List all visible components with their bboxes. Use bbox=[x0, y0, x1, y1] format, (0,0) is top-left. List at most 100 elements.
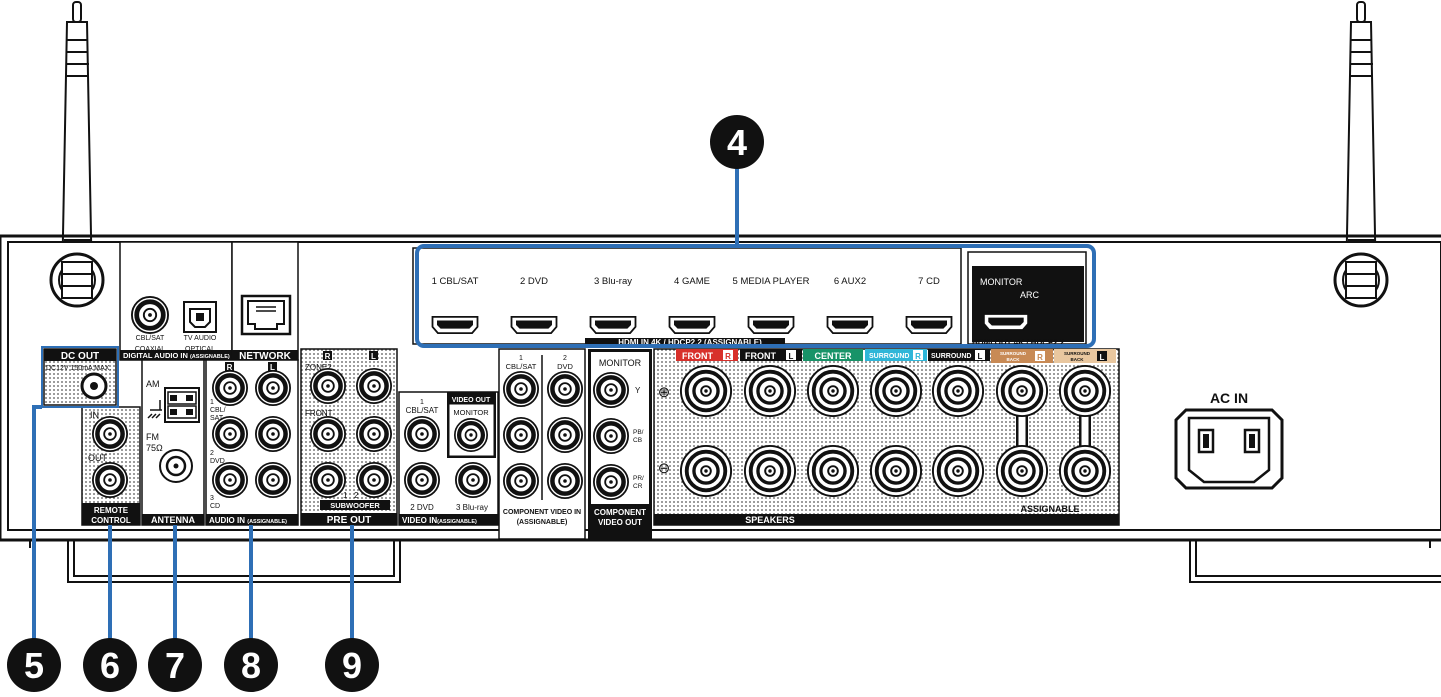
audio-in-1-l-jack[interactable] bbox=[256, 371, 290, 405]
ac-inlet[interactable] bbox=[1174, 408, 1284, 490]
video-out-monitor-jack[interactable] bbox=[455, 419, 487, 451]
hdmi-in-port[interactable] bbox=[510, 316, 558, 334]
pre-out-front-l-jack[interactable] bbox=[357, 417, 391, 451]
video-in-2-jack[interactable] bbox=[405, 463, 439, 497]
zone2-r-jack[interactable] bbox=[311, 369, 345, 403]
callout-5: 5 bbox=[7, 346, 119, 692]
audio-in-3-l-jack[interactable] bbox=[256, 463, 290, 497]
center-positive-post[interactable] bbox=[806, 364, 860, 418]
positive-polarity-mark: ⊕ bbox=[658, 384, 671, 401]
video-in-1-number: 1 bbox=[420, 399, 424, 406]
hdmi-in-port[interactable] bbox=[668, 316, 716, 334]
surround-r-positive-post[interactable] bbox=[869, 364, 923, 418]
antenna-section: AM FM 75Ω ANTENNA bbox=[141, 359, 205, 526]
ac-in-section: AC IN bbox=[1174, 390, 1284, 490]
hdmi-in-label: 7 CD bbox=[918, 276, 940, 287]
am-terminal[interactable] bbox=[164, 387, 200, 423]
surround-back-l-negative-post[interactable] bbox=[1058, 444, 1112, 498]
audio-in-1-number: 1 bbox=[210, 399, 214, 406]
component-in-2-pr-jack[interactable] bbox=[548, 464, 582, 498]
surround-back-l-positive-post[interactable] bbox=[1058, 364, 1112, 418]
dc-out-rating: DC12V 150mA MAX. bbox=[46, 365, 111, 372]
center-negative-post[interactable] bbox=[806, 444, 860, 498]
audio-in-l-tag: L bbox=[270, 363, 275, 372]
surround-l-positive-post[interactable] bbox=[931, 364, 985, 418]
surround-r-label-bar bbox=[865, 349, 927, 361]
hdmi-in-port[interactable] bbox=[589, 316, 637, 334]
audio-in-2-r-jack[interactable] bbox=[213, 417, 247, 451]
speakers-title: SPEAKERS bbox=[745, 515, 795, 525]
pre-out-l-tag: L bbox=[371, 352, 376, 361]
component-in-1-pb-jack[interactable] bbox=[504, 418, 538, 452]
pre-out-title: PRE OUT bbox=[327, 515, 371, 526]
speakers-section: SPEAKERS ASSIGNABLE ⊕ ⊖ FRONT R FRONT L … bbox=[653, 348, 1120, 526]
component-in-2-y-jack[interactable] bbox=[548, 372, 582, 406]
zone2-l-jack[interactable] bbox=[357, 369, 391, 403]
audio-in-1-label-line1: CBL/ bbox=[210, 407, 226, 414]
surround-l-negative-post[interactable] bbox=[931, 444, 985, 498]
callout-4-number: 4 bbox=[727, 122, 747, 163]
front-l-positive-post[interactable] bbox=[743, 364, 797, 418]
video-in-3-jack[interactable] bbox=[456, 463, 490, 497]
component-out-pb-label: PB/ bbox=[633, 429, 644, 436]
component-out-title-line2: VIDEO OUT bbox=[598, 518, 642, 527]
center-label-bar bbox=[803, 349, 863, 361]
fm-terminal[interactable] bbox=[159, 449, 193, 483]
audio-in-1-r-jack[interactable] bbox=[213, 371, 247, 405]
video-in-1-jack[interactable] bbox=[405, 417, 439, 451]
right-antenna-mount bbox=[1333, 252, 1389, 308]
component-in-1-pr-jack[interactable] bbox=[504, 464, 538, 498]
remote-control-section: IN OUT REMOTE CONTROL bbox=[81, 406, 141, 526]
component-in-title-line2: (ASSIGNABLE) bbox=[517, 519, 568, 526]
dc-out-section: DC OUT DC12V 150mA MAX. bbox=[43, 348, 117, 406]
component-out-pr-label: PR/ bbox=[633, 475, 644, 482]
callout-8: 8 bbox=[224, 525, 278, 692]
remote-in-jack[interactable] bbox=[93, 417, 127, 451]
hdmi-out-arc-label: ARC bbox=[1020, 290, 1040, 300]
surround-r-label: SURROUND bbox=[869, 353, 909, 360]
coaxial-jack[interactable] bbox=[132, 297, 168, 333]
callout-9-number: 9 bbox=[342, 645, 362, 686]
audio-in-2-l-jack[interactable] bbox=[256, 417, 290, 451]
ac-in-label: AC IN bbox=[1210, 390, 1248, 406]
surround-r-negative-post[interactable] bbox=[869, 444, 923, 498]
front-r-negative-post[interactable] bbox=[679, 444, 733, 498]
callout-9: 9 bbox=[325, 525, 379, 692]
hdmi-out-monitor-label: MONITOR bbox=[980, 277, 1023, 287]
pre-out-front-r-jack[interactable] bbox=[311, 417, 345, 451]
component-out-pb-jack[interactable] bbox=[594, 419, 628, 453]
hdmi-in-port[interactable] bbox=[826, 316, 874, 334]
video-in-title: VIDEO IN(ASSIGNABLE) bbox=[402, 516, 477, 525]
surround-back-r-positive-post[interactable] bbox=[995, 364, 1049, 418]
audio-in-3-number: 3 bbox=[210, 495, 214, 502]
hdmi-out-title: HDMI OUT 4K / HDCP2.2 bbox=[972, 338, 1065, 347]
front-l-negative-post[interactable] bbox=[743, 444, 797, 498]
video-in-section: 1 CBL/SAT VIDEO OUT MONITOR 2 DVD 3 Blu-… bbox=[398, 391, 499, 526]
remote-out-jack[interactable] bbox=[93, 463, 127, 497]
hdmi-out-monitor-port[interactable] bbox=[983, 313, 1029, 331]
front-r-positive-post[interactable] bbox=[679, 364, 733, 418]
audio-in-3-r-jack[interactable] bbox=[213, 463, 247, 497]
front-r-label-bar bbox=[676, 349, 738, 361]
front-l-tag: L bbox=[789, 352, 794, 361]
hdmi-in-port[interactable] bbox=[431, 316, 479, 334]
optical-jack[interactable] bbox=[183, 301, 217, 333]
component-out-pr-jack[interactable] bbox=[594, 465, 628, 499]
surround-back-r-negative-post[interactable] bbox=[995, 444, 1049, 498]
hdmi-in-port[interactable] bbox=[747, 316, 795, 334]
hdmi-in-title: HDMI IN 4K / HDCP2.2 (ASSIGNABLE) bbox=[618, 338, 762, 347]
front-r-label: FRONT bbox=[682, 351, 713, 361]
audio-in-section: R L 1 CBL/ SAT 2 DVD 3 CD AUDIO IN (ASSI… bbox=[205, 359, 299, 526]
hdmi-in-port[interactable] bbox=[905, 316, 953, 334]
subwoofer-1-jack[interactable] bbox=[311, 463, 345, 497]
audio-in-title: AUDIO IN (ASSIGNABLE) bbox=[209, 516, 287, 525]
component-out-y-jack[interactable] bbox=[594, 373, 628, 407]
component-in-2-pb-jack[interactable] bbox=[548, 418, 582, 452]
subwoofer-2-jack[interactable] bbox=[357, 463, 391, 497]
ethernet-port[interactable] bbox=[240, 294, 292, 336]
surround-back-r-terminals bbox=[995, 364, 1049, 498]
video-out-label: VIDEO OUT bbox=[452, 397, 491, 404]
hdmi-out-section: MONITOR ARC HDMI OUT 4K / HDCP2.2 bbox=[967, 251, 1087, 347]
surround-back-r-label-line2: BACK bbox=[1007, 357, 1021, 362]
component-in-1-y-jack[interactable] bbox=[504, 372, 538, 406]
